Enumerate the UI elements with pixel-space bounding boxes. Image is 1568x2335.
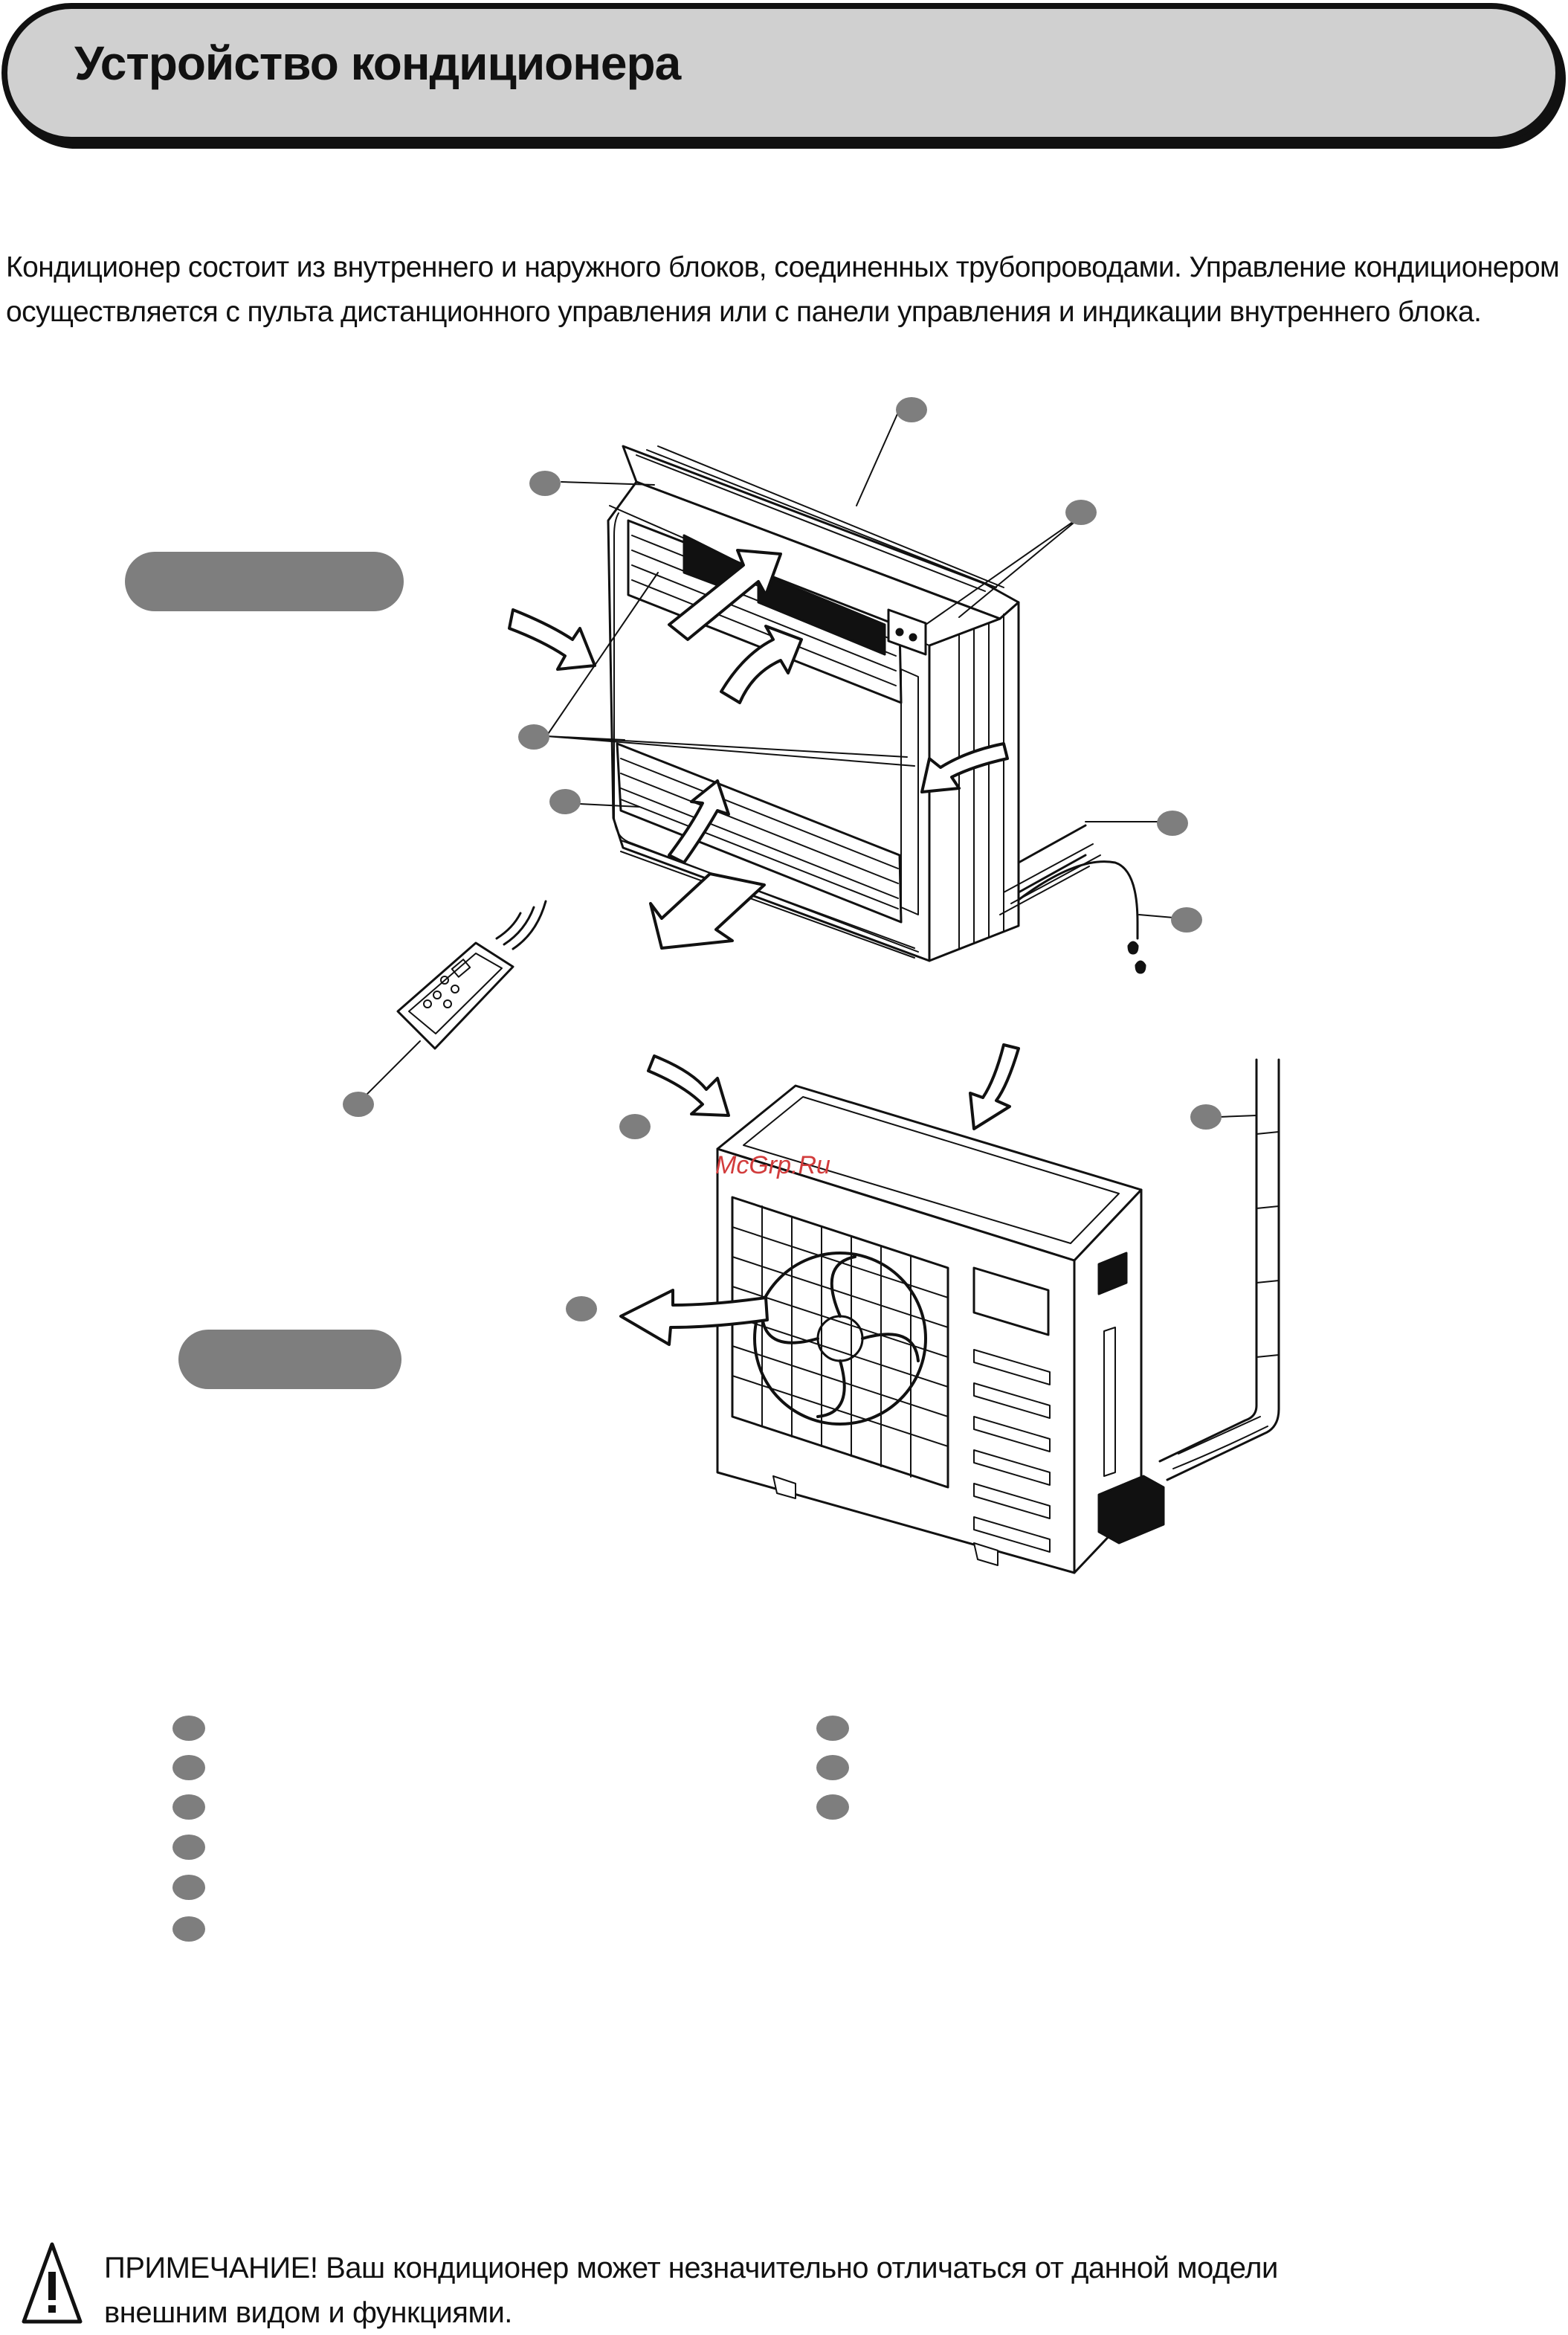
legend-marker (172, 1716, 205, 1741)
callout-markers (343, 397, 1222, 1321)
note-text: ПРИМЕЧАНИЕ! Ваш кондиционер может незнач… (104, 2246, 1278, 2335)
legend-marker (172, 1875, 205, 1900)
note-body-1: Ваш кондиционер может незначительно отли… (326, 2252, 1278, 2284)
air-conditioner-diagram: McGrp.Ru (125, 397, 1280, 1574)
intro-line-2: осуществляется с пульта дистанционного у… (6, 296, 1482, 328)
legend-marker (172, 1794, 205, 1820)
callout-dot (896, 397, 927, 422)
note-label: ПРИМЕЧАНИЕ! (104, 2252, 318, 2284)
legend-marker (816, 1794, 849, 1820)
warning-triangle-icon (22, 2242, 83, 2324)
watermark: McGrp.Ru (715, 1151, 830, 1179)
remote-control-drawing (356, 900, 547, 1105)
note-line-2: внешним видом и функциями. (104, 2296, 512, 2329)
intro-paragraph: Кондиционер состоит из внутреннего и нар… (6, 245, 1564, 335)
page-title: Устройство кондиционера (74, 36, 681, 90)
section-header: Устройство кондиционера (1, 3, 1561, 143)
intro-line-1: Кондиционер состоит из внутреннего и нар… (6, 251, 1560, 283)
callout-dot (343, 1092, 374, 1117)
legend-marker (172, 1835, 205, 1860)
callout-dot (529, 471, 561, 496)
legend-marker (172, 1916, 205, 1942)
callout-dot (619, 1114, 651, 1139)
callout-dot (1065, 500, 1097, 525)
outdoor-unit-drawing (619, 1043, 1280, 1574)
callout-dot (566, 1296, 597, 1321)
callout-dot (1190, 1104, 1222, 1130)
indoor-unit-caption-pill (125, 552, 404, 611)
legend-marker (816, 1755, 849, 1780)
callout-dot (549, 789, 581, 814)
note-line-1: ПРИМЕЧАНИЕ! Ваш кондиционер может незнач… (104, 2246, 1278, 2290)
legend-marker (816, 1716, 849, 1741)
callout-dot (1157, 811, 1188, 836)
callout-dot (518, 724, 549, 750)
callout-dot (1171, 907, 1202, 933)
legend-marker (172, 1755, 205, 1780)
outdoor-unit-caption-pill (178, 1330, 401, 1389)
indoor-unit-drawing (508, 408, 1183, 974)
